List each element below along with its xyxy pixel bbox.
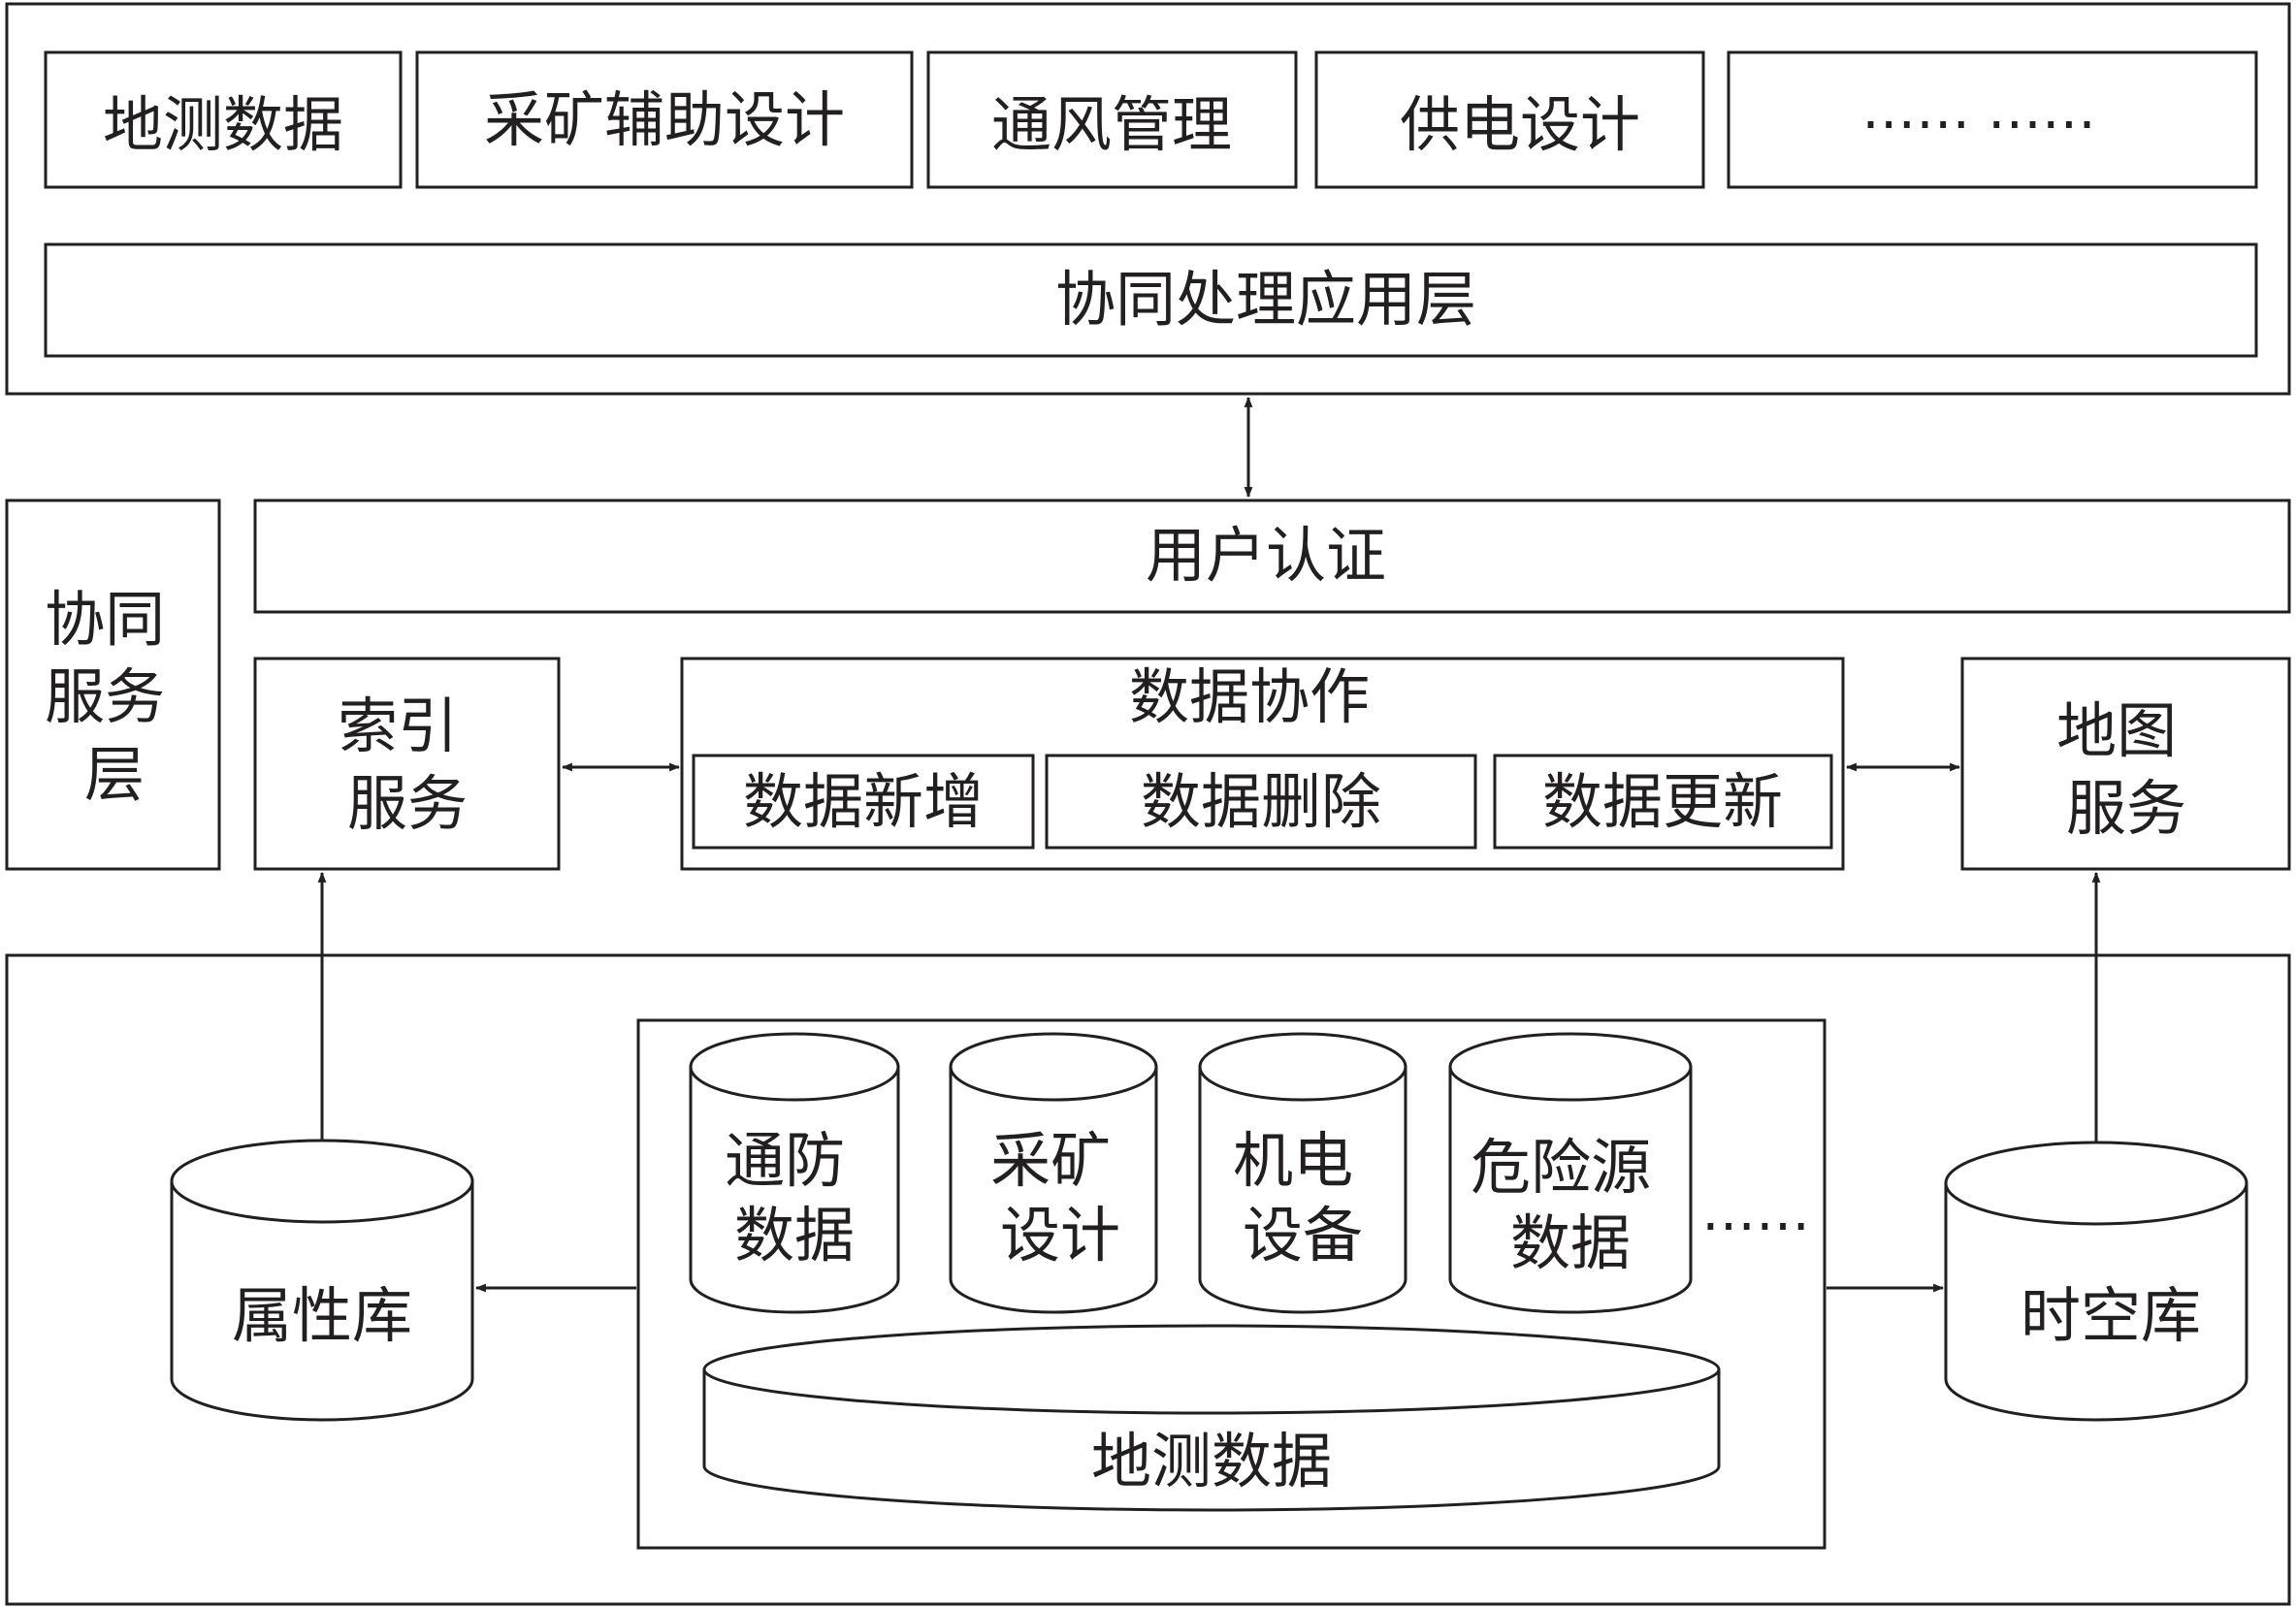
hazard-source-cylinder: 危险源 数据: [1448, 1032, 1693, 1314]
map-service-label: 地图 服务: [2056, 695, 2196, 844]
app-module-label: …… ……: [1861, 79, 2096, 142]
spatiotemporal-db-cylinder: 时空库: [1944, 1141, 2248, 1422]
data-store-frame: [636, 1018, 1827, 1550]
data-collaboration-title: 数据协作: [1129, 661, 1370, 732]
data-add-box: 数据新增: [692, 754, 1035, 850]
service-layer-label: 协同 服务 层: [45, 584, 184, 810]
mining-design-cylinder: 采矿 设计: [949, 1032, 1158, 1314]
more-databases-ellipsis: ……: [1701, 1180, 1810, 1243]
app-module-label: 地测数据: [103, 89, 343, 160]
base-geodata-label: 地测数据: [1091, 1426, 1332, 1496]
app-module-label: 通风管理: [991, 89, 1232, 160]
application-layer-frame: [5, 2, 2291, 396]
service-layer-label-box: 协同 服务 层: [5, 498, 221, 871]
index-service-box: 索引 服务: [253, 657, 561, 871]
hazard-source-label: 危险源 数据: [1471, 1132, 1670, 1278]
spatiotemporal-db-label: 时空库: [2021, 1280, 2201, 1351]
app-module-geodata: 地测数据: [44, 50, 403, 189]
app-module-more: …… ……: [1727, 50, 2258, 189]
attribute-db-label: 属性库: [232, 1280, 412, 1351]
app-module-power-supply: 供电设计: [1314, 50, 1705, 189]
electromechanical-label: 机电 设备: [1233, 1125, 1373, 1270]
app-layer-title-bar: 协同处理应用层: [44, 242, 2258, 358]
user-auth-label: 用户认证: [1146, 520, 1386, 591]
data-add-label: 数据新增: [743, 766, 984, 837]
base-geodata-cylinder: 地测数据: [702, 1324, 1721, 1512]
ventilation-data-label: 通防 数据: [725, 1125, 864, 1270]
electromechanical-cylinder: 机电 设备: [1198, 1032, 1407, 1314]
data-layer-frame: [5, 953, 2291, 1606]
app-module-label: 采矿辅助设计: [484, 84, 845, 155]
mining-design-label: 采矿 设计: [990, 1125, 1130, 1270]
user-auth-bar: 用户认证: [253, 498, 2291, 614]
app-module-label: 供电设计: [1400, 89, 1640, 160]
app-module-ventilation: 通风管理: [926, 50, 1298, 189]
app-module-mining-design: 采矿辅助设计: [415, 50, 914, 189]
data-update-label: 数据更新: [1542, 766, 1783, 837]
index-service-label: 索引 服务: [338, 691, 477, 839]
data-update-box: 数据更新: [1493, 754, 1833, 850]
data-collaboration-box: 数据协作 数据新增 数据删除 数据更新: [680, 657, 1845, 871]
data-delete-box: 数据删除: [1045, 754, 1477, 850]
ventilation-data-cylinder: 通防 数据: [689, 1032, 900, 1314]
app-layer-title: 协同处理应用层: [1055, 264, 1476, 335]
data-delete-label: 数据删除: [1141, 766, 1381, 837]
attribute-db-cylinder: 属性库: [170, 1139, 474, 1422]
map-service-box: 地图 服务: [1960, 657, 2291, 871]
